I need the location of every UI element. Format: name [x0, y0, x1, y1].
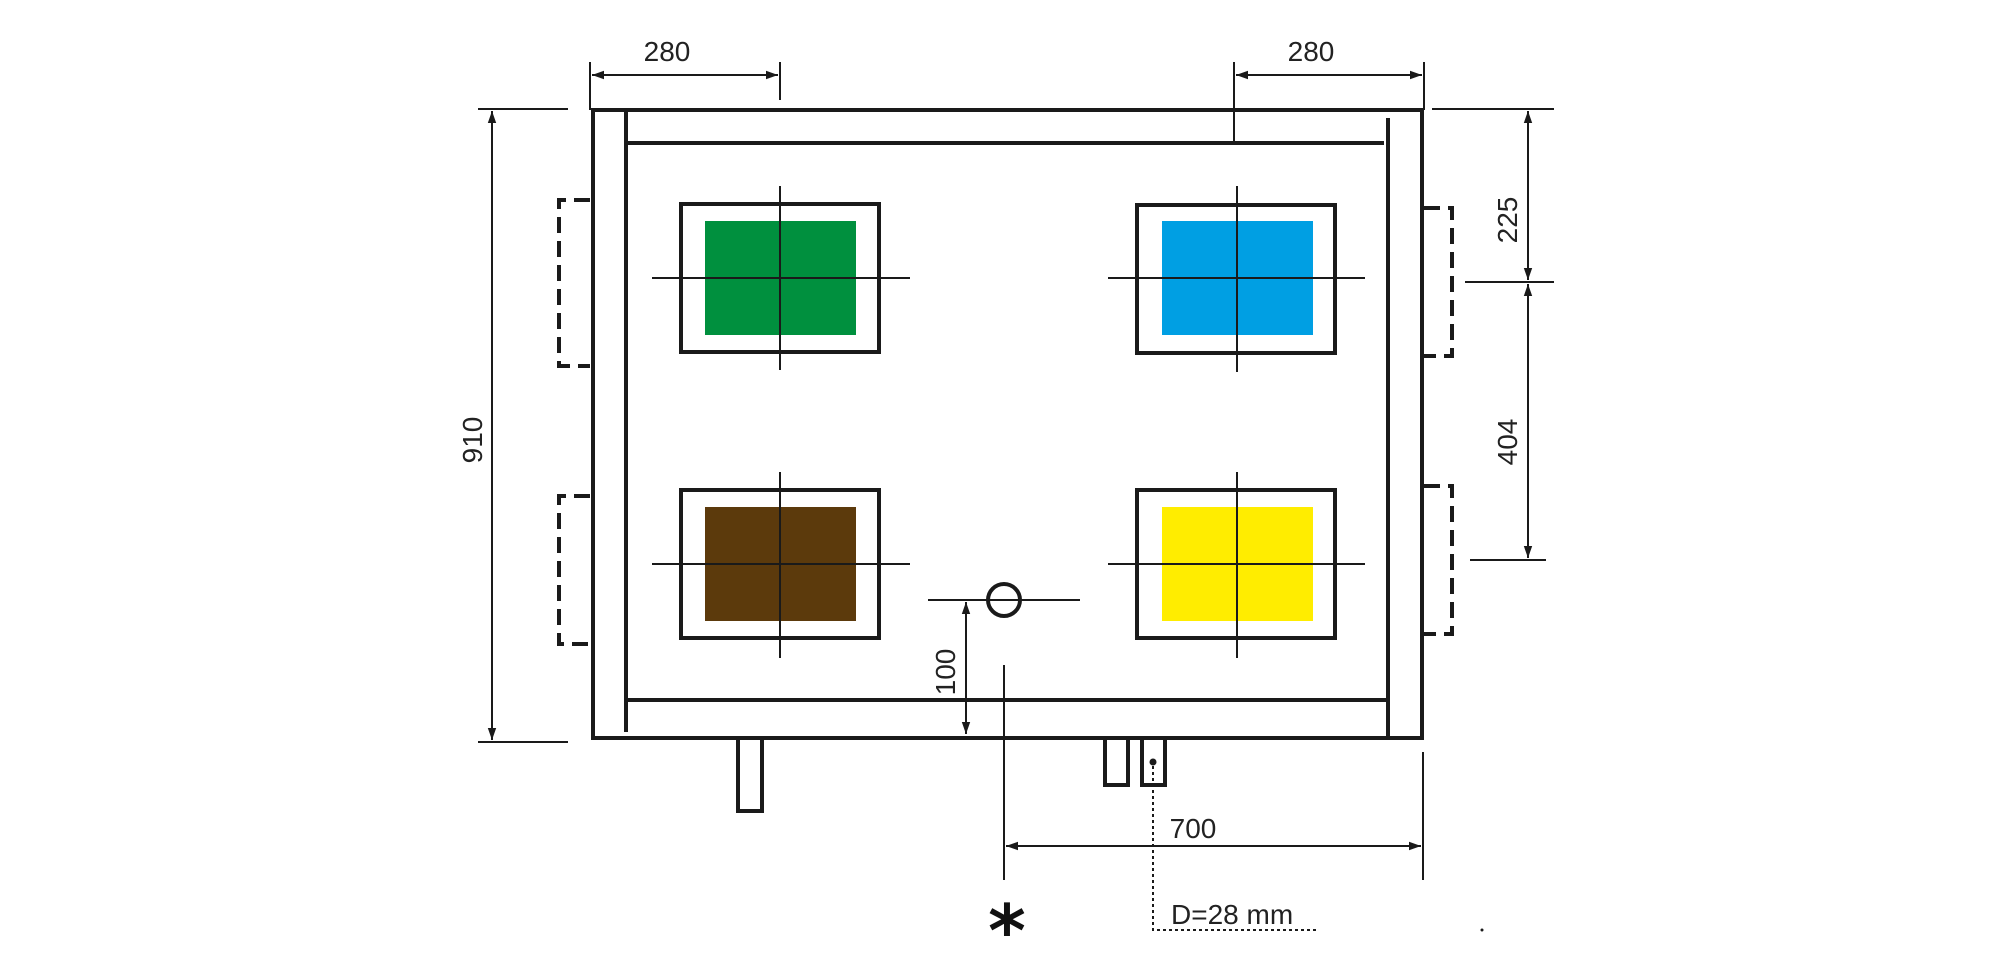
dimension-total-height: [478, 108, 568, 743]
pipe-stubs: [736, 736, 1167, 813]
leader-end-dot: [1480, 928, 1484, 932]
zone-top-left: [652, 186, 910, 370]
dim-label-right-spacing: 404: [1492, 419, 1523, 466]
zone-bottom-left: [652, 472, 910, 658]
dim-label-total-height: 910: [457, 417, 488, 464]
left-bracket-top: [557, 198, 590, 368]
pipe-connection-dot: [1149, 758, 1157, 766]
asterisk-marker: *: [988, 889, 1026, 960]
dim-label-outlet-horizontal: 700: [1170, 813, 1217, 844]
left-bracket-bottom: [557, 494, 590, 646]
zone-top-right: [1108, 186, 1365, 372]
dimension-outlet-horizontal: [1006, 752, 1424, 880]
pipe-diameter-label: D=28 mm: [1171, 899, 1293, 930]
pipe-stub-left: [736, 736, 764, 813]
right-bracket-top: [1424, 206, 1454, 358]
frame: [591, 108, 1424, 740]
dim-label-top-right: 280: [1288, 36, 1335, 67]
dim-label-outlet-offset: 100: [930, 649, 961, 696]
dimension-top-right: [1233, 62, 1425, 142]
dim-label-top-left: 280: [644, 36, 691, 67]
dimension-right-spacing: [1470, 284, 1546, 561]
side-brackets: [557, 198, 1454, 646]
dimension-top-left: [589, 62, 781, 110]
drain-outlet: [928, 582, 1080, 880]
pipe-leader-line: [1152, 766, 1316, 931]
right-bracket-bottom: [1424, 484, 1454, 636]
dimension-right-top: [1432, 108, 1554, 283]
dim-label-right-top: 225: [1492, 197, 1523, 244]
outer-frame: [591, 108, 1424, 740]
pipe-stub-middle: [1103, 736, 1130, 787]
zone-bottom-right: [1108, 472, 1365, 658]
